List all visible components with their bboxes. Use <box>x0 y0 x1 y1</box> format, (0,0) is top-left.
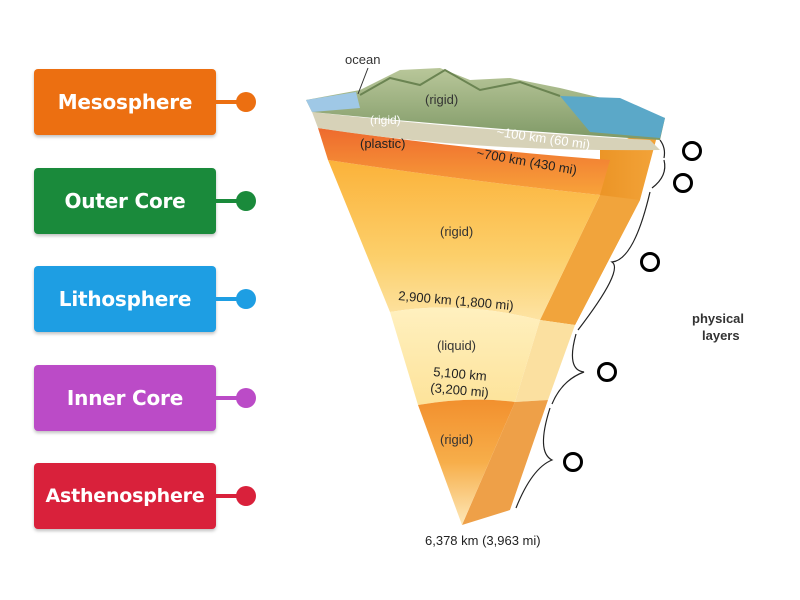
label-rigid-crust: (rigid) <box>425 92 458 107</box>
tile-outer-core-connector <box>216 199 242 203</box>
ocean-right <box>560 96 665 138</box>
layer-asthenosphere <box>318 128 610 195</box>
brace-lithosphere <box>659 139 666 159</box>
layer-crust <box>306 68 665 140</box>
tile-inner-core-label: Inner Core <box>66 386 184 410</box>
brace-asthenosphere <box>651 159 666 189</box>
tile-asthenosphere-label: Asthenosphere <box>45 485 205 507</box>
label-depth-6378: 6,378 km (3,963 mi) <box>425 533 541 548</box>
tile-inner-core-connector <box>216 396 242 400</box>
drop-target-2[interactable] <box>673 173 693 193</box>
tile-asthenosphere[interactable]: Asthenosphere <box>34 463 216 529</box>
label-plastic: (plastic) <box>360 136 406 151</box>
drop-target-1[interactable] <box>682 141 702 161</box>
tile-mesosphere-drag-handle[interactable] <box>236 92 256 112</box>
tile-outer-core-label: Outer Core <box>64 189 186 213</box>
ocean-surface <box>306 92 360 112</box>
label-rigid-lithosphere: (rigid) <box>370 113 401 127</box>
drop-target-3[interactable] <box>640 252 660 272</box>
layer-outer-core <box>390 307 540 405</box>
tile-lithosphere-connector <box>216 297 242 301</box>
tile-lithosphere[interactable]: Lithosphere <box>34 266 216 332</box>
brace-mesosphere <box>577 191 651 331</box>
label-rigid-mantle: (rigid) <box>440 224 473 239</box>
tile-outer-core-drag-handle[interactable] <box>236 191 256 211</box>
brace-outer-core <box>551 333 585 405</box>
side-face-inner-core <box>462 400 548 525</box>
tile-mesosphere[interactable]: Mesosphere <box>34 69 216 135</box>
tile-mesosphere-label: Mesosphere <box>57 90 193 114</box>
ocean-pointer <box>357 67 369 95</box>
label-rigid-core: (rigid) <box>440 432 473 447</box>
layer-lithosphere-lower <box>312 112 660 151</box>
side-face-mantle-lower <box>540 195 640 325</box>
tile-inner-core-drag-handle[interactable] <box>236 388 256 408</box>
mountain-ridge <box>359 68 561 97</box>
drop-target-5[interactable] <box>563 452 583 472</box>
tile-outer-core[interactable]: Outer Core <box>34 168 216 234</box>
tile-asthenosphere-drag-handle[interactable] <box>236 486 256 506</box>
drop-target-4[interactable] <box>597 362 617 382</box>
side-face-outer-core <box>515 320 575 402</box>
tile-asthenosphere-connector <box>216 494 242 498</box>
brace-inner-core <box>515 407 554 509</box>
tile-lithosphere-label: Lithosphere <box>58 287 192 311</box>
layer-inner-core <box>418 399 515 525</box>
label-layers: layers <box>702 328 740 343</box>
tile-mesosphere-connector <box>216 100 242 104</box>
label-physical: physical <box>692 311 744 326</box>
label-liquid: (liquid) <box>437 338 476 353</box>
tile-lithosphere-drag-handle[interactable] <box>236 289 256 309</box>
label-ocean: ocean <box>345 52 380 67</box>
tile-inner-core[interactable]: Inner Core <box>34 365 216 431</box>
layer-mantle <box>328 160 600 320</box>
label-depth-5100-km: 5,100 km <box>433 364 488 384</box>
label-depth-5100-mi: (3,200 mi) <box>430 380 490 400</box>
